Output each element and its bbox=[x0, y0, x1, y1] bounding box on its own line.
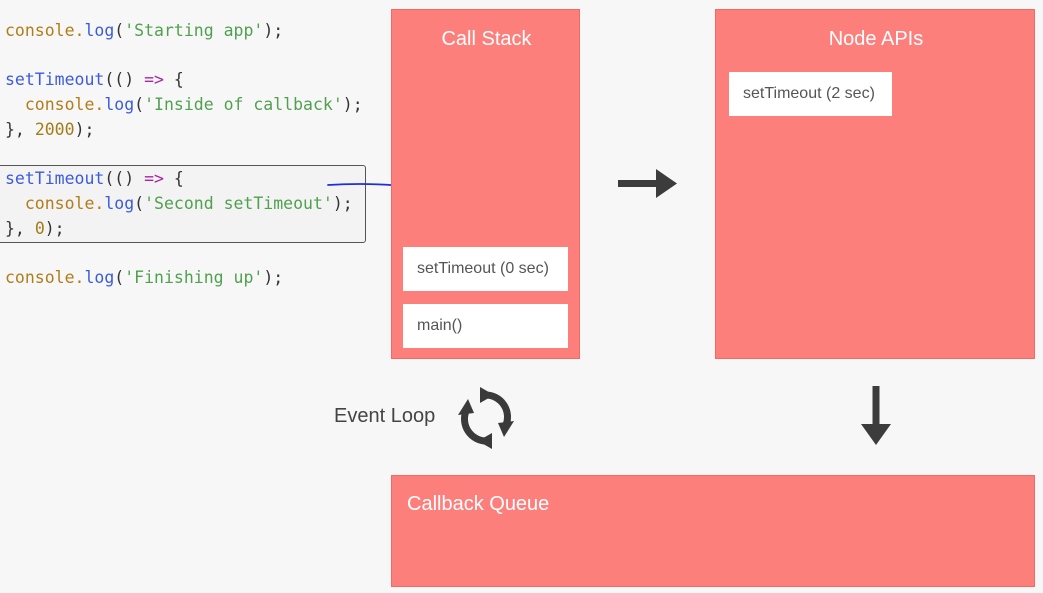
code-token: 'Inside of callback' bbox=[144, 95, 343, 114]
stack-frame-settimeout: setTimeout (0 sec) bbox=[403, 247, 568, 291]
stack-frame-main: main() bbox=[403, 304, 568, 348]
code-line: console.log('Finishing up'); bbox=[5, 266, 283, 290]
code-token: 0 bbox=[34, 219, 45, 238]
code-line: console.log('Inside of callback'); bbox=[5, 93, 363, 117]
code-line: setTimeout(() => { bbox=[5, 167, 184, 191]
highlighted-code-block bbox=[0, 165, 366, 243]
code-token: 'Starting app' bbox=[124, 21, 264, 40]
code-token: console. bbox=[5, 194, 105, 213]
code-token: 'Finishing up' bbox=[124, 268, 264, 287]
code-token: console. bbox=[5, 21, 85, 40]
node-apis-title: Node APIs bbox=[828, 28, 924, 50]
code-snippet: console.log('Starting app'); setTimeout(… bbox=[0, 0, 363, 287]
code-token: ); bbox=[263, 21, 284, 40]
node-api-settimeout: setTimeout (2 sec) bbox=[729, 72, 892, 116]
code-token: => bbox=[144, 169, 164, 188]
code-line: setTimeout(() => { bbox=[5, 68, 184, 92]
event-loop-label: Event Loop bbox=[334, 405, 436, 427]
code-line: console.log('Starting app'); bbox=[5, 19, 283, 43]
call-stack-title: Call Stack bbox=[441, 28, 532, 50]
code-token: { bbox=[163, 169, 184, 188]
code-token: }, bbox=[5, 219, 35, 238]
arrow-down-icon bbox=[861, 386, 891, 445]
code-token: ( bbox=[134, 194, 145, 213]
code-token: ( bbox=[114, 268, 125, 287]
code-token: log bbox=[104, 95, 135, 114]
code-token: ( bbox=[114, 21, 125, 40]
code-token: log bbox=[84, 268, 115, 287]
code-token: console. bbox=[5, 268, 85, 287]
refresh-cycle-icon bbox=[458, 387, 514, 449]
code-token: (() bbox=[104, 70, 145, 89]
code-token: ); bbox=[44, 219, 65, 238]
code-token: log bbox=[104, 194, 135, 213]
code-token: console. bbox=[5, 95, 105, 114]
code-line: }, 2000); bbox=[5, 118, 94, 142]
callback-queue-title: Callback Queue bbox=[407, 493, 550, 515]
code-token: ); bbox=[342, 95, 363, 114]
node-apis-panel: Node APIs setTimeout (2 sec) bbox=[715, 9, 1035, 359]
call-stack-panel: Call Stack setTimeout (0 sec) main() bbox=[391, 9, 580, 359]
code-token: ); bbox=[332, 194, 353, 213]
code-token: ); bbox=[263, 268, 284, 287]
code-token: => bbox=[144, 70, 164, 89]
code-token: 2000 bbox=[34, 120, 75, 139]
code-token: ); bbox=[74, 120, 95, 139]
code-token: ( bbox=[134, 95, 145, 114]
callback-queue-panel: Callback Queue bbox=[391, 475, 1035, 587]
code-token: setTimeout bbox=[5, 70, 105, 89]
code-token: (() bbox=[104, 169, 145, 188]
code-token: 'Second setTimeout' bbox=[144, 194, 333, 213]
code-token: setTimeout bbox=[5, 169, 105, 188]
code-line: }, 0); bbox=[5, 217, 65, 241]
code-token: }, bbox=[5, 120, 35, 139]
code-token: { bbox=[163, 70, 184, 89]
code-line: console.log('Second setTimeout'); bbox=[5, 192, 353, 216]
code-token: log bbox=[84, 21, 115, 40]
arrow-right-icon bbox=[618, 169, 677, 198]
